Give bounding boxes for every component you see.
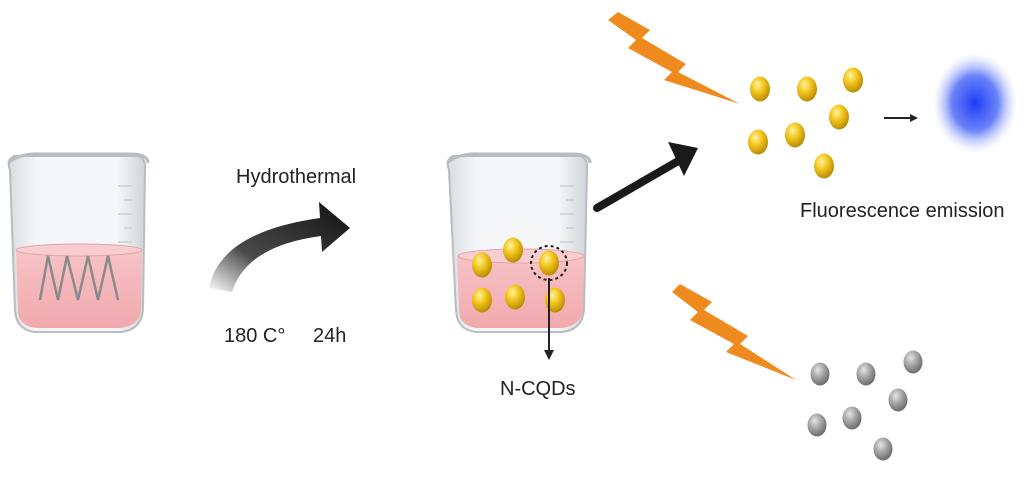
lightning-icon [608, 12, 740, 104]
carbon-source-zigzag-icon [38, 255, 120, 301]
lightning-icon [672, 284, 796, 380]
diagonal-arrow-icon [593, 142, 698, 212]
duration-label: 24h [313, 325, 347, 347]
beaker-icon [7, 152, 150, 333]
temperature-label: 180 C° [224, 325, 286, 347]
curved-arrow-icon [209, 202, 350, 292]
down-arrow-icon [544, 278, 554, 360]
quenched-dot-icon [807, 350, 923, 461]
glow-icon [933, 53, 1017, 153]
product-label: N-CQDs [500, 378, 576, 400]
fluorescence-label: Fluorescence emission [800, 200, 1005, 222]
highlighted-dot-ring [530, 245, 568, 281]
emission-arrow-icon [884, 114, 918, 122]
quantum-dot-icon [748, 67, 863, 179]
process-label: Hydrothermal [236, 166, 357, 188]
